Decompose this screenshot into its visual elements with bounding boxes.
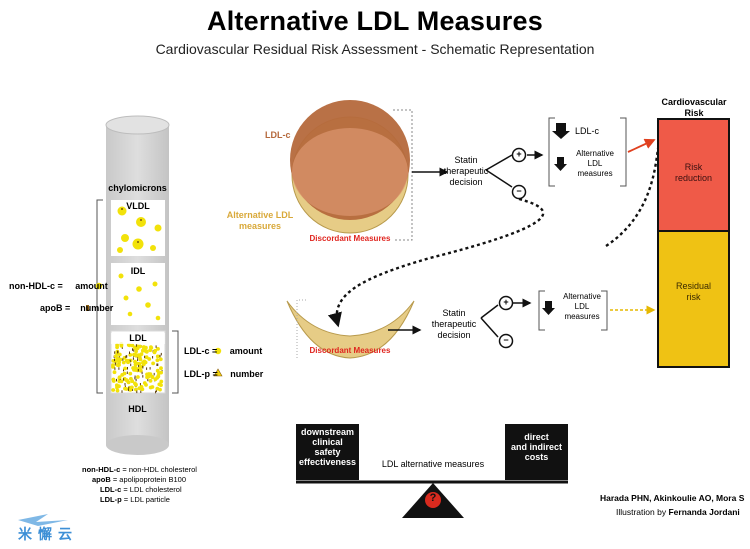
balance-center-label: LDL alternative measures (381, 459, 485, 469)
down-arrow-icon (552, 123, 570, 139)
minus-sign-top: − (516, 186, 522, 196)
illustrator-credit: Illustration by Fernanda Jordani (616, 507, 740, 517)
hdl-label: HDL (128, 404, 147, 414)
venn-diagram (290, 100, 410, 234)
minus-circle-bottom (498, 333, 514, 349)
legend-row: LDL-p = LDL particle (100, 495, 170, 504)
idl-particles (118, 273, 161, 321)
ldl-amount-icon (214, 347, 222, 355)
discordant-crescent (286, 300, 415, 359)
question-circle (425, 492, 441, 508)
ldl-particles (111, 342, 164, 394)
idl-band (111, 263, 165, 325)
page-subtitle: Cardiovascular Residual Risk Assessment … (155, 41, 595, 57)
legend-row: LDL-c = LDL cholesterol (100, 485, 182, 494)
number-icon (86, 305, 89, 311)
plus-sign-top: + (516, 149, 522, 159)
ldlp-label: LDL-p = number (184, 369, 264, 379)
crescent-discordant-label: Discordant Measures (309, 346, 391, 355)
top-ldl-c-label: LDL-c (575, 126, 600, 136)
vldl-label: VLDL (126, 201, 150, 211)
vldl-dots (121, 208, 142, 243)
vldl-particles (117, 206, 162, 253)
minus-sign-bottom: − (503, 335, 509, 345)
venn-ldl-c-label: LDL-c (265, 130, 291, 140)
chylomicrons-label: chylomicrons (108, 183, 167, 193)
page-title: Alternative LDL Measures (207, 6, 543, 36)
amount-icon (95, 282, 103, 290)
non-hdl-label: non-HDL-c = amount (9, 281, 108, 291)
plus-sign-bottom: + (503, 297, 509, 307)
red-arrow (627, 138, 656, 153)
down-arrow-icon (542, 301, 555, 315)
idl-label: IDL (130, 266, 146, 276)
plus-circle-bottom (498, 295, 514, 311)
plus-circle-top (511, 147, 527, 163)
test-tube (96, 115, 179, 455)
ldl-label: LDL (111, 333, 165, 344)
legend-row: non-HDL-c = non-HDL cholesterol (82, 465, 197, 474)
down-arrow-icon (554, 157, 567, 171)
legend-row: apoB = apolipoprotein B100 (92, 475, 187, 484)
residual-risk-box (657, 230, 730, 368)
abbreviation-legend: non-HDL-c = non-HDL cholesterol apoB = a… (82, 465, 232, 505)
watermark-logo: 米懈云 (8, 510, 96, 543)
bird-icon (18, 514, 68, 526)
apob-label: apoB = number (40, 303, 114, 313)
authors-credit: Harada PHN, Akinkoulie AO, Mora S (600, 493, 745, 503)
minus-circle-top (511, 184, 527, 200)
ldl-number-icon (213, 368, 223, 377)
ldlc-label: LDL-c = amount (184, 346, 263, 356)
question-mark: ? (429, 492, 437, 504)
dotted-arrow-down (327, 197, 545, 328)
venn-discordant-label: Discordant Measures (309, 234, 391, 243)
